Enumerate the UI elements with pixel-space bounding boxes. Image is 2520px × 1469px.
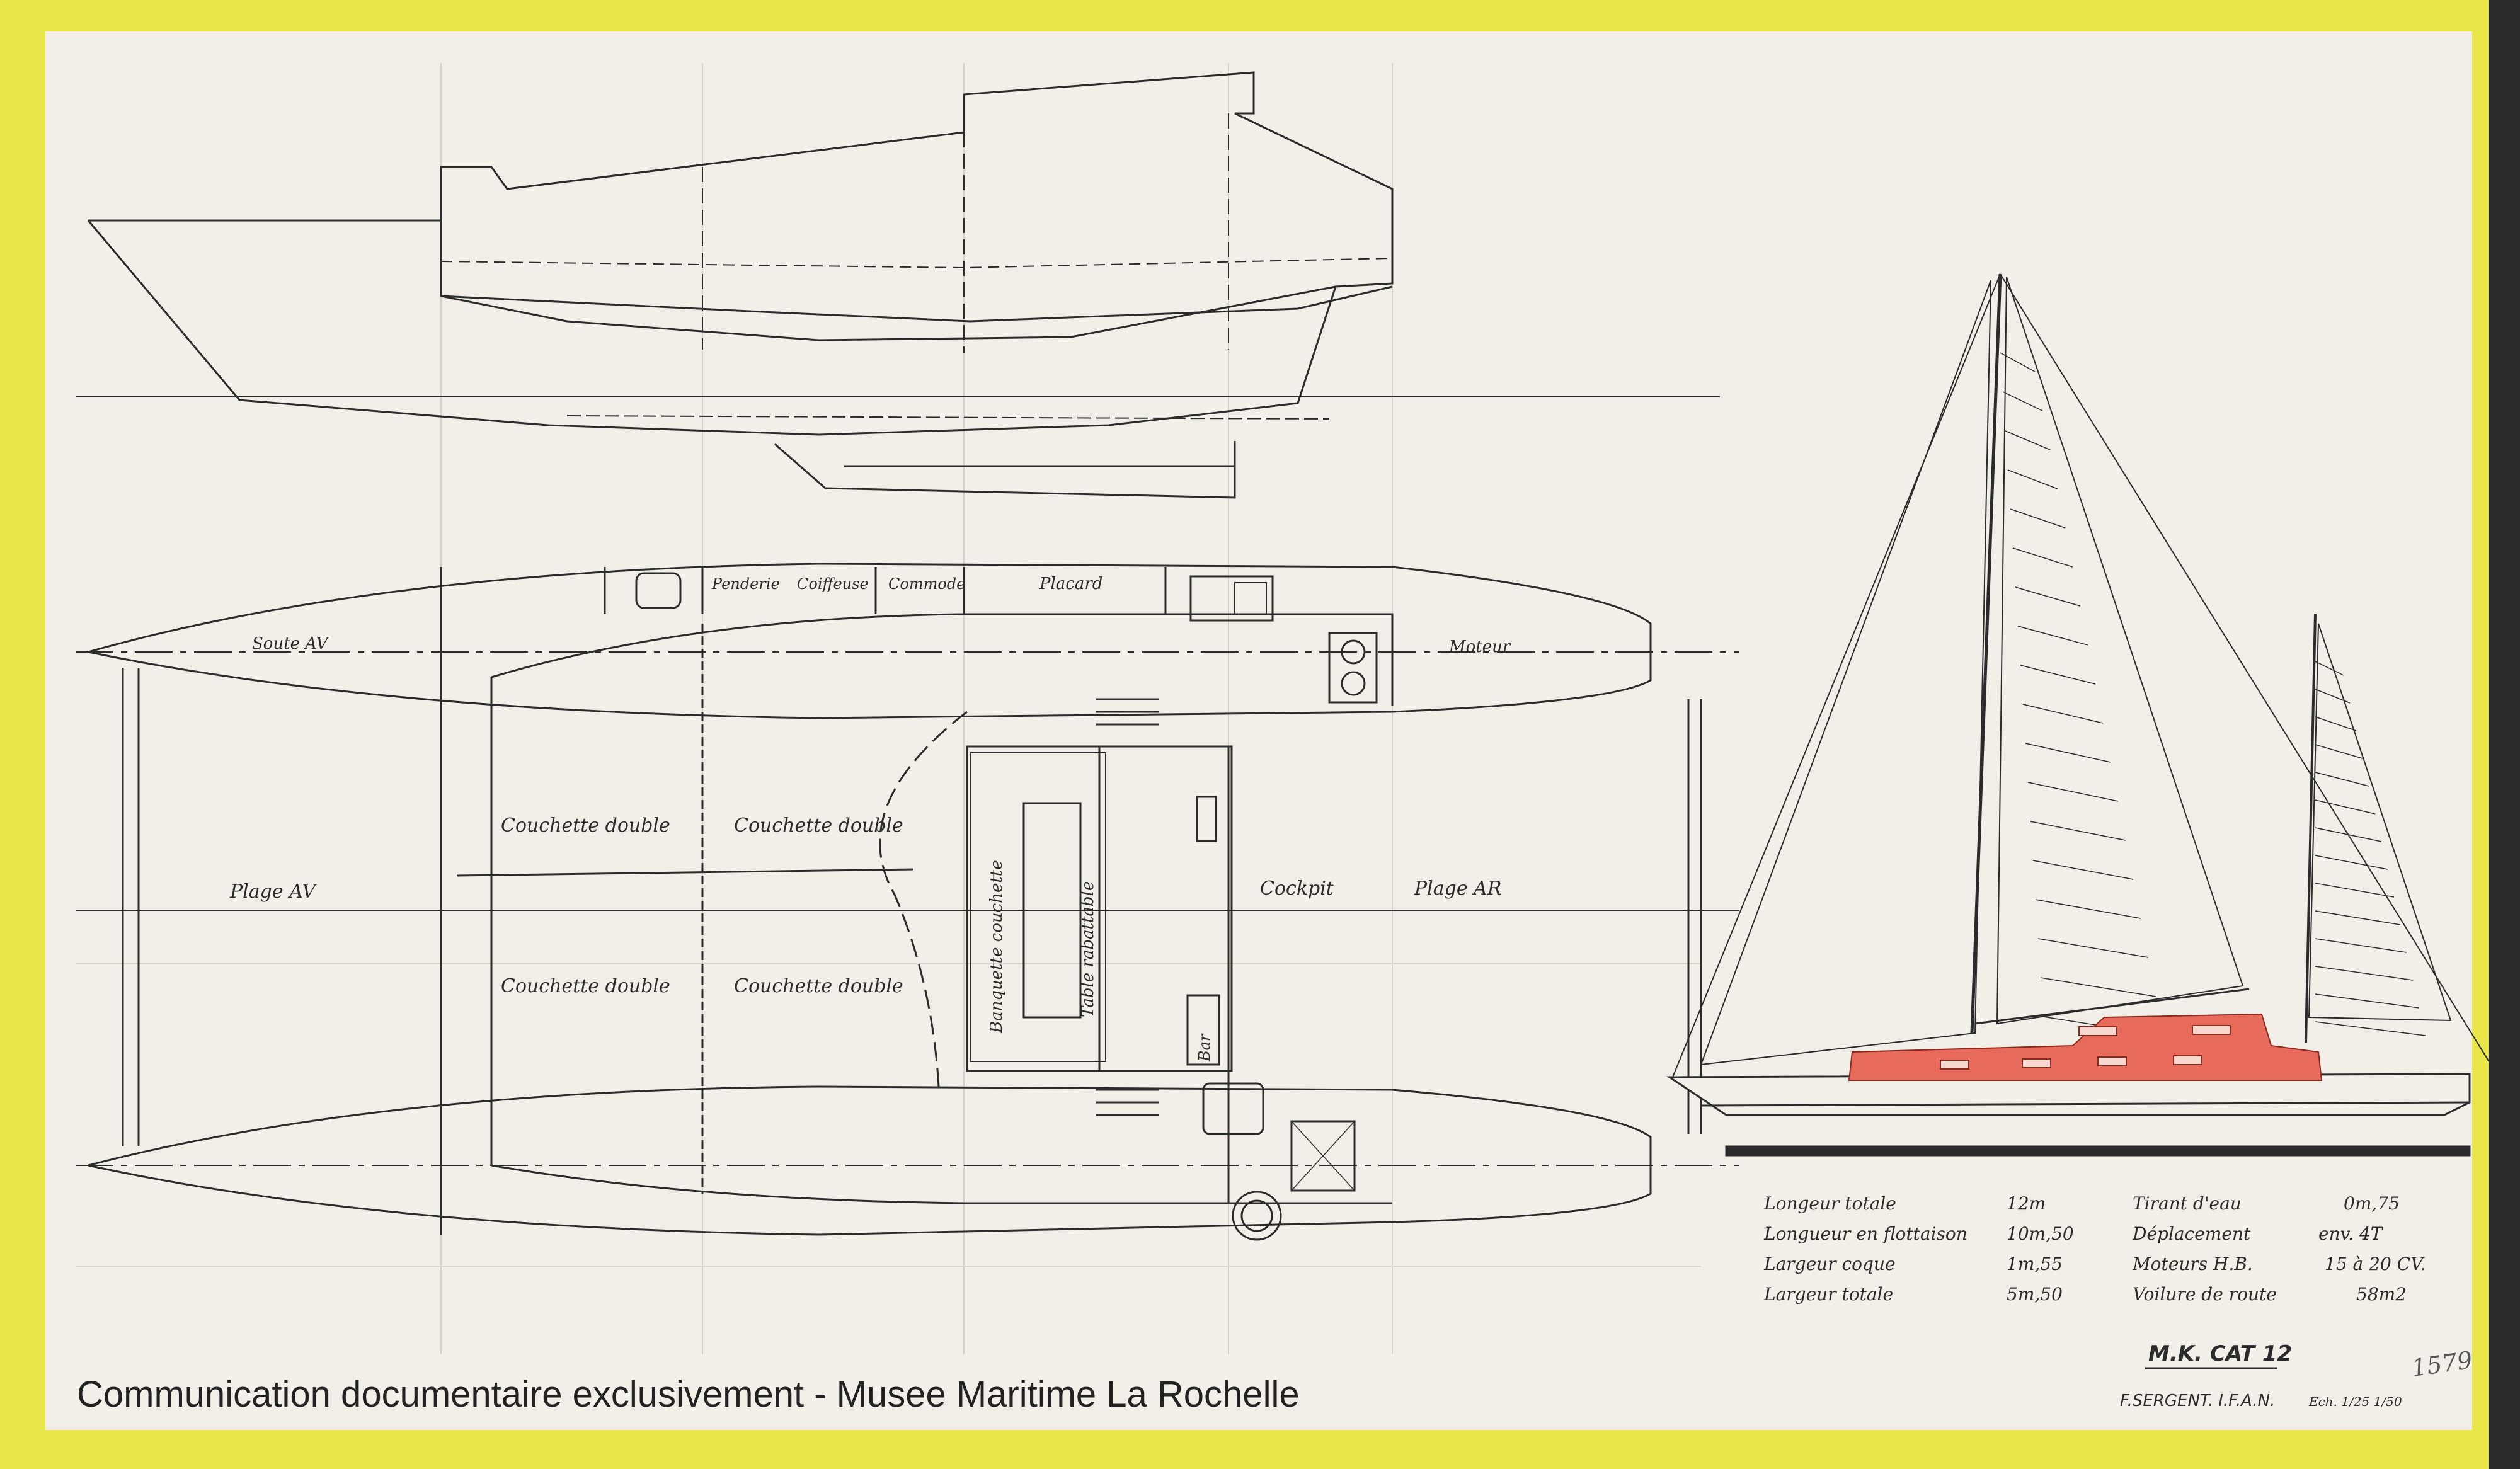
drawing-sheet xyxy=(45,31,2472,1430)
mizzen-batten-line xyxy=(2315,799,2376,815)
spec-left-value-3: 5m,50 xyxy=(2007,1284,2063,1305)
mizzen-batten-line xyxy=(2315,966,2414,981)
model-title: M.K. CAT 12 xyxy=(2148,1341,2292,1366)
batten-line xyxy=(2032,860,2134,880)
scale-note: Ech. 1/25 1/50 xyxy=(2308,1394,2402,1409)
spec-left-value-0: 12m xyxy=(2007,1193,2046,1214)
watermark-caption: Communication documentaire exclusivement… xyxy=(77,1374,1300,1415)
mizzen-batten-line xyxy=(2315,855,2388,870)
label-plage-av: Plage AV xyxy=(229,881,318,903)
label-penderie: Penderie xyxy=(711,575,780,593)
batten-line xyxy=(2035,899,2141,919)
batten-line xyxy=(2037,938,2149,958)
label-couchette-2: Couchette double xyxy=(734,815,903,837)
batten-line xyxy=(2007,469,2058,489)
spec-right-label-0: Tirant d'eau xyxy=(2133,1193,2242,1214)
side-profile-view xyxy=(76,71,1720,499)
spec-left-label-0: Longeur totale xyxy=(1763,1193,1896,1214)
sheet-number: 1579 xyxy=(2410,1346,2474,1382)
spec-left-label-3: Largeur totale xyxy=(1763,1284,1893,1305)
batten-line xyxy=(2022,704,2104,724)
batten-line xyxy=(2040,977,2156,997)
mizzen-batten-line xyxy=(2315,827,2382,842)
deckhouse xyxy=(1848,1013,2323,1081)
sail-plan-view xyxy=(1672,273,2495,1078)
batten-line xyxy=(2012,547,2073,568)
batten-line xyxy=(2020,665,2096,685)
mizzen-batten-line xyxy=(2315,689,2351,704)
deck-plan-view xyxy=(76,563,1739,1241)
sail-batten-lines xyxy=(2000,352,2426,1036)
spec-right-label-1: Déplacement xyxy=(2132,1223,2251,1244)
batten-line xyxy=(2000,352,2036,372)
mizzen-batten-line xyxy=(2315,772,2369,787)
spec-left-value-2: 1m,55 xyxy=(2007,1254,2063,1274)
label-couchette-4: Couchette double xyxy=(734,975,903,997)
spec-right-value-1: env. 4T xyxy=(2318,1223,2384,1244)
designer-name: F.SERGENT. I.F.A.N. xyxy=(2120,1392,2275,1410)
spec-left-value-1: 10m,50 xyxy=(2007,1223,2074,1244)
batten-line xyxy=(2025,743,2111,763)
batten-line xyxy=(2015,586,2081,607)
mizzen-batten-line xyxy=(2315,716,2357,731)
plan-labels: Soute AV Moteur Penderie Coiffeuse Commo… xyxy=(229,574,1511,1062)
mizzen-batten-line xyxy=(2315,1021,2426,1036)
mizzen-batten-line xyxy=(2315,938,2407,953)
label-soute-av: Soute AV xyxy=(252,634,329,653)
mizzen-batten-line xyxy=(2315,883,2395,898)
title-block: M.K. CAT 12 F.SERGENT. I.F.A.N. Ech. 1/2… xyxy=(2120,1341,2474,1410)
label-coiffeuse: Coiffeuse xyxy=(797,575,869,593)
spec-right-label-2: Moteurs H.B. xyxy=(2132,1254,2253,1274)
mizzen-batten-line xyxy=(2315,744,2363,759)
mizzen-batten-line xyxy=(2315,661,2344,676)
batten-line xyxy=(2030,821,2126,841)
mizzen-batten-line xyxy=(2315,993,2420,1009)
label-couchette-3: Couchette double xyxy=(501,975,670,997)
batten-line xyxy=(2005,430,2051,450)
spec-right-value-0: 0m,75 xyxy=(2344,1193,2400,1214)
spec-right-value-2: 15 à 20 CV. xyxy=(2325,1254,2426,1274)
label-couchette-1: Couchette double xyxy=(501,815,670,837)
label-plage-ar: Plage AR xyxy=(1414,877,1501,900)
spec-right-value-3: 58m2 xyxy=(2356,1284,2407,1305)
batten-line xyxy=(2017,626,2088,646)
label-bar: Bar xyxy=(1196,1033,1213,1062)
label-banquette: Banquette couchette xyxy=(987,860,1006,1034)
label-table: Table rabattable xyxy=(1079,881,1097,1017)
label-cockpit: Cockpit xyxy=(1260,877,1334,900)
spec-right-label-3: Voilure de route xyxy=(2133,1284,2277,1305)
spec-left-label-1: Longueur en flottaison xyxy=(1763,1223,1967,1244)
label-commode: Commode xyxy=(888,575,965,593)
label-placard: Placard xyxy=(1039,574,1102,593)
label-moteur: Moteur xyxy=(1448,637,1511,656)
spec-left-label-2: Largeur coque xyxy=(1763,1254,1896,1274)
batten-line xyxy=(2010,508,2066,529)
hull-elevation xyxy=(1666,1013,2471,1157)
batten-line xyxy=(2002,391,2043,411)
specifications-table: Longeur totale 12m Longueur en flottaiso… xyxy=(1763,1193,2426,1305)
mizzen-batten-line xyxy=(2315,910,2401,925)
batten-line xyxy=(2027,782,2119,802)
